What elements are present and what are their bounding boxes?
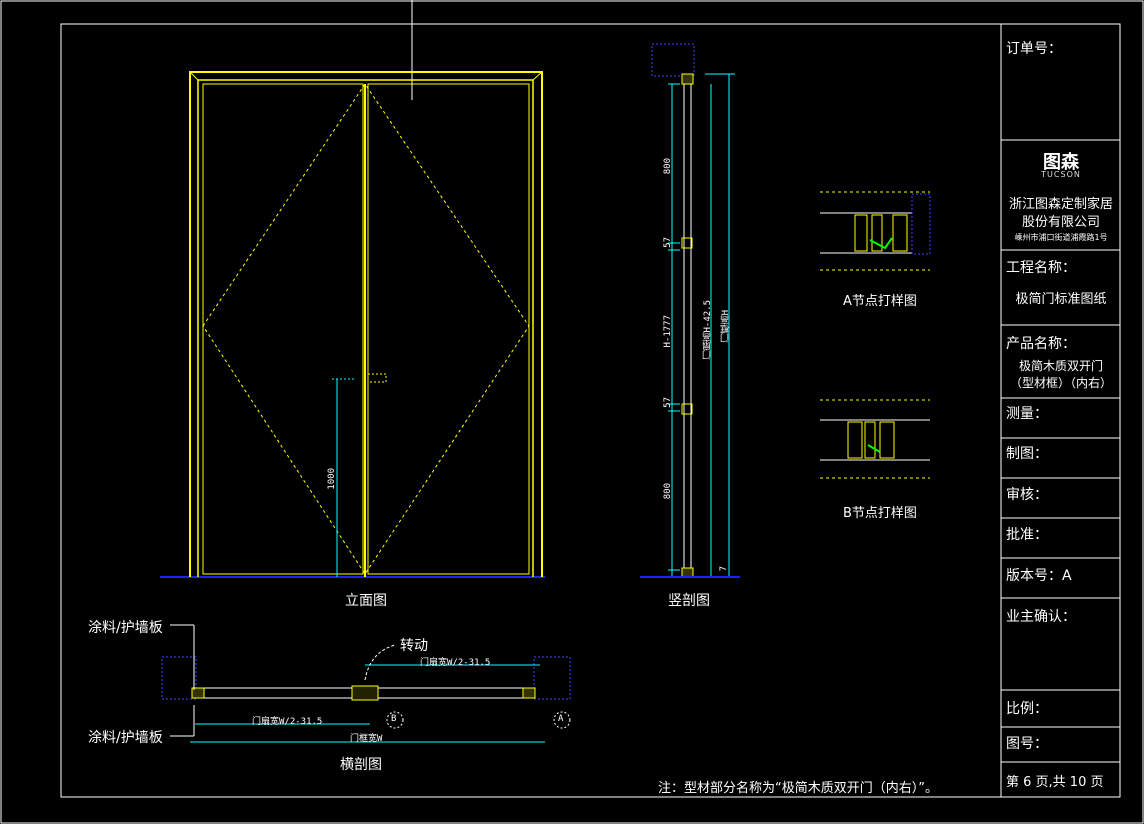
company-logo-en: TUCSON [1041,170,1081,179]
dim-seg-top: 800 [663,158,673,175]
measure-label: 测量： [1006,406,1048,422]
company-address: 嵊州市浦口街道浦霞路1号 [1014,233,1108,242]
project-name: 极简门标准图纸 [1015,292,1107,307]
dim-right-leaf-width: 门扇宽W/2-31.5 [420,658,491,668]
order-no-label: 订单号： [1006,41,1062,57]
company-name-line1: 浙江图森定制家居 [1008,197,1113,212]
product-label: 产品名称： [1006,336,1076,352]
drawing-frame [60,23,1121,798]
ceiling-wall [651,43,695,77]
dim-frame-height: 门框高H [721,310,731,343]
vertical-section-view [640,43,740,578]
scale-label: 比例： [1006,701,1048,717]
project-label: 工程名称： [1006,260,1076,276]
horizontal-section-label: 横剖图 [340,757,382,773]
node-a-detail [820,191,931,271]
dim-gap: 7 [719,566,729,572]
product-name-line2: （型材框）（内右） [1009,376,1112,390]
wall-finish-bottom-label: 涂料/护墙板 [88,730,163,746]
dim-seg-hinge-top: 57 [663,237,673,248]
right-leaf [367,83,530,575]
handle-height-text: 1000 [327,468,337,490]
opening-swing-lines [202,83,530,575]
marker-b-circle [386,711,404,729]
owner-confirm-label: 业主确认： [1006,609,1076,625]
dim-frame-width: 门框宽W [350,734,383,744]
node-a-label: A节点打样图 [843,294,917,309]
page-label: 第 6 页,共 10 页 [1006,775,1104,790]
version-label: 版本号：A [1006,568,1072,584]
dim-seg-mid: H-1777 [663,315,673,348]
marker-a-circle [553,711,571,729]
product-name-line1: 极简木质双开门 [1018,359,1103,373]
footer-note: 注：型材部分名称为“极简木质双开门（内右）”。 [658,781,938,796]
elevation-label: 立面图 [345,593,387,609]
node-b-label: B节点打样图 [843,506,917,521]
wall-finish-top-label: 涂料/护墙板 [88,620,163,636]
door-frame-outer [189,71,543,577]
left-leaf [202,83,364,575]
dim-seg-hinge-bottom: 57 [663,397,673,408]
rotate-label: 转动 [400,638,428,654]
dim-left-leaf-width: 门扇宽W/2-31.5 [252,717,323,727]
elevation-view [160,71,545,578]
company-name-line2: 股份有限公司 [1021,215,1100,230]
drawing-no-label: 图号： [1006,736,1048,752]
marker-b-text: B [391,714,397,724]
vertical-section-label: 竖剖图 [668,593,710,609]
dim-leaf-height: 门扇高H-42.5 [703,300,713,360]
door-frame-inner [197,79,534,577]
title-block-grid [1001,139,1120,763]
handle-symbol [367,373,387,383]
approve-label: 批准： [1006,527,1048,543]
company-logo: 图森 [1043,152,1079,173]
horizontal-section-view [161,624,571,743]
dim-seg-bottom: 800 [663,483,673,500]
marker-a-text: A [558,714,564,724]
review-label: 审核： [1006,487,1048,503]
node-b-detail [820,399,930,479]
draw-label: 制图： [1006,446,1048,462]
